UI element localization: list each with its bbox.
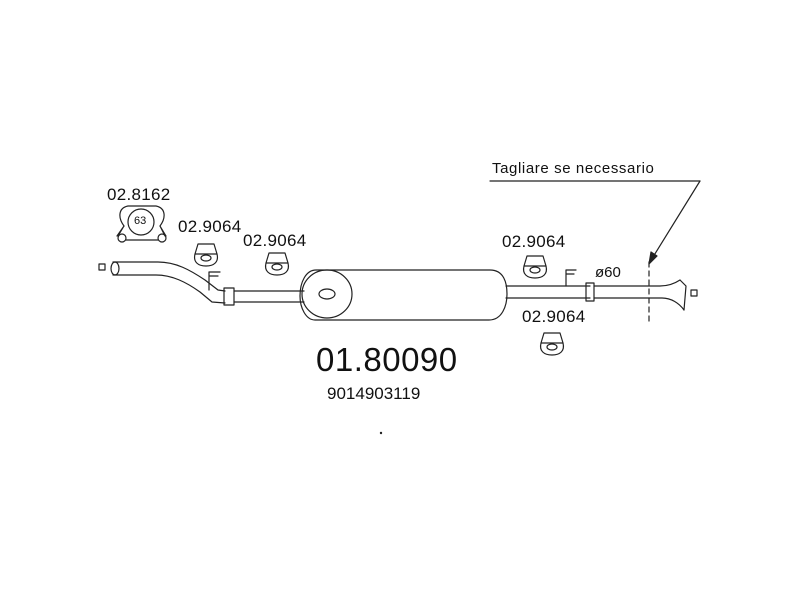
rubber-hanger-icon-3 [522,255,548,279]
pipe-clamp-icon [116,205,167,243]
hanger-part-number-1: 02.9064 [178,217,242,236]
middle-pipe [233,290,305,303]
inlet-end-marker [98,263,106,271]
muffler [299,269,508,321]
oem-number: 9014903119 [327,384,421,403]
stray-dot [379,431,383,435]
outlet-pipe [505,279,687,311]
rubber-hanger-icon-2 [264,252,290,276]
cut-note-leader [489,180,701,265]
clamp-part-number: 02.8162 [107,185,171,204]
pipe-joint-sleeve [223,287,235,306]
hanger-bracket-left [208,271,221,291]
hanger-part-number-2: 02.9064 [243,231,307,250]
rubber-hanger-icon-4 [539,332,565,356]
inlet-pipe [110,261,226,304]
main-part-number: 01.80090 [316,341,458,378]
hanger-part-number-3: 02.9064 [502,232,566,251]
outlet-end-marker [690,289,698,297]
hanger-bracket-right [565,269,577,287]
rubber-hanger-icon-1 [193,243,219,267]
pipe-diameter-label: ø60 [595,264,621,281]
clamp-size-label: 63 [134,215,147,227]
hanger-part-number-4: 02.9064 [522,307,586,326]
cut-note: Tagliare se necessario [492,160,655,177]
